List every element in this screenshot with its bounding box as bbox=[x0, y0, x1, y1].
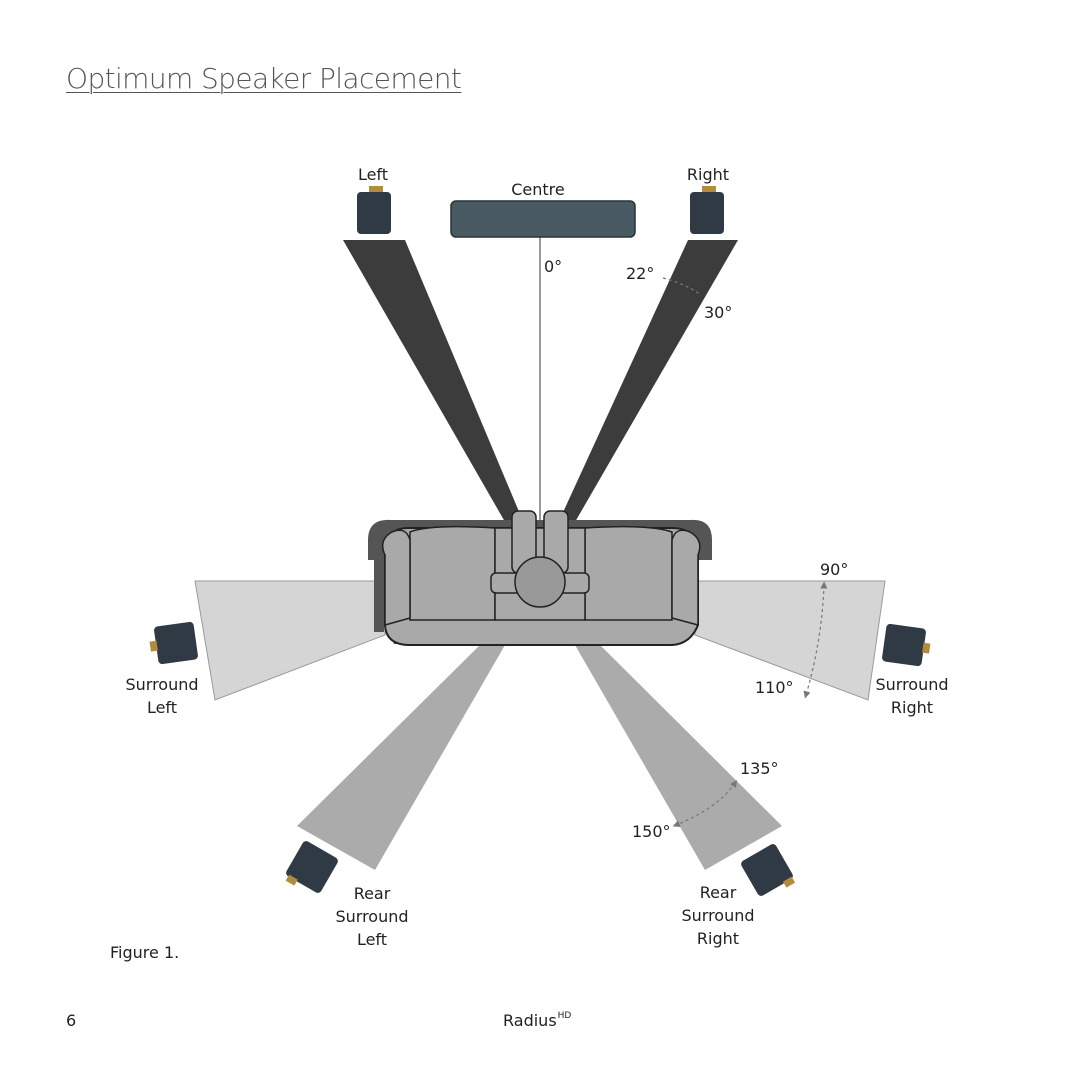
surround-left-label-line2: Left bbox=[147, 698, 177, 717]
rear-surround-left-beam bbox=[297, 645, 505, 870]
rear-angle-arc bbox=[672, 780, 738, 827]
product-name: RadiusHD bbox=[503, 1011, 571, 1030]
surround-left-speaker bbox=[149, 621, 198, 665]
angle-135-label: 135° bbox=[740, 759, 779, 778]
surround-angle-arc bbox=[803, 581, 828, 699]
page-title: Optimum Speaker Placement bbox=[66, 62, 462, 95]
right-speaker-beam bbox=[548, 240, 738, 548]
centre-speaker bbox=[450, 200, 636, 238]
angle-0-label: 0° bbox=[544, 257, 562, 276]
surround-right-speaker bbox=[882, 623, 931, 667]
angle-110-label: 110° bbox=[755, 678, 794, 697]
right-speaker-label: Right bbox=[687, 165, 729, 184]
angle-22-label: 22° bbox=[626, 264, 654, 283]
angle-30-label: 30° bbox=[704, 303, 732, 322]
surround-left-beam bbox=[194, 580, 386, 701]
surround-right-label-line1: Surround bbox=[875, 675, 948, 694]
centre-speaker-label: Centre bbox=[511, 180, 565, 199]
rear-left-label-line2: Surround bbox=[335, 907, 408, 926]
right-speaker bbox=[690, 186, 724, 234]
page-number: 6 bbox=[66, 1011, 77, 1030]
surround-right-label-line2: Right bbox=[891, 698, 933, 717]
rear-left-label-line1: Rear bbox=[354, 884, 391, 903]
listener-figure bbox=[490, 510, 590, 608]
angle-150-label: 150° bbox=[632, 822, 671, 841]
rear-right-label-line1: Rear bbox=[700, 883, 737, 902]
front-angle-arc bbox=[662, 277, 701, 295]
left-speaker bbox=[357, 186, 391, 234]
rear-right-label-line3: Right bbox=[697, 929, 739, 948]
surround-left-label-line1: Surround bbox=[125, 675, 198, 694]
rear-surround-left-speaker bbox=[285, 841, 338, 893]
product-name-superscript: HD bbox=[557, 1011, 572, 1021]
angle-90-label: 90° bbox=[820, 560, 848, 579]
figure-caption: Figure 1. bbox=[110, 943, 180, 962]
left-speaker-label: Left bbox=[358, 165, 388, 184]
rear-surround-right-speaker bbox=[741, 844, 796, 896]
product-name-text: Radius bbox=[503, 1011, 557, 1030]
rear-right-label-line2: Surround bbox=[681, 906, 754, 925]
left-speaker-beam bbox=[343, 240, 533, 548]
rear-left-label-line3: Left bbox=[357, 930, 387, 949]
rear-surround-right-beam bbox=[575, 645, 782, 870]
